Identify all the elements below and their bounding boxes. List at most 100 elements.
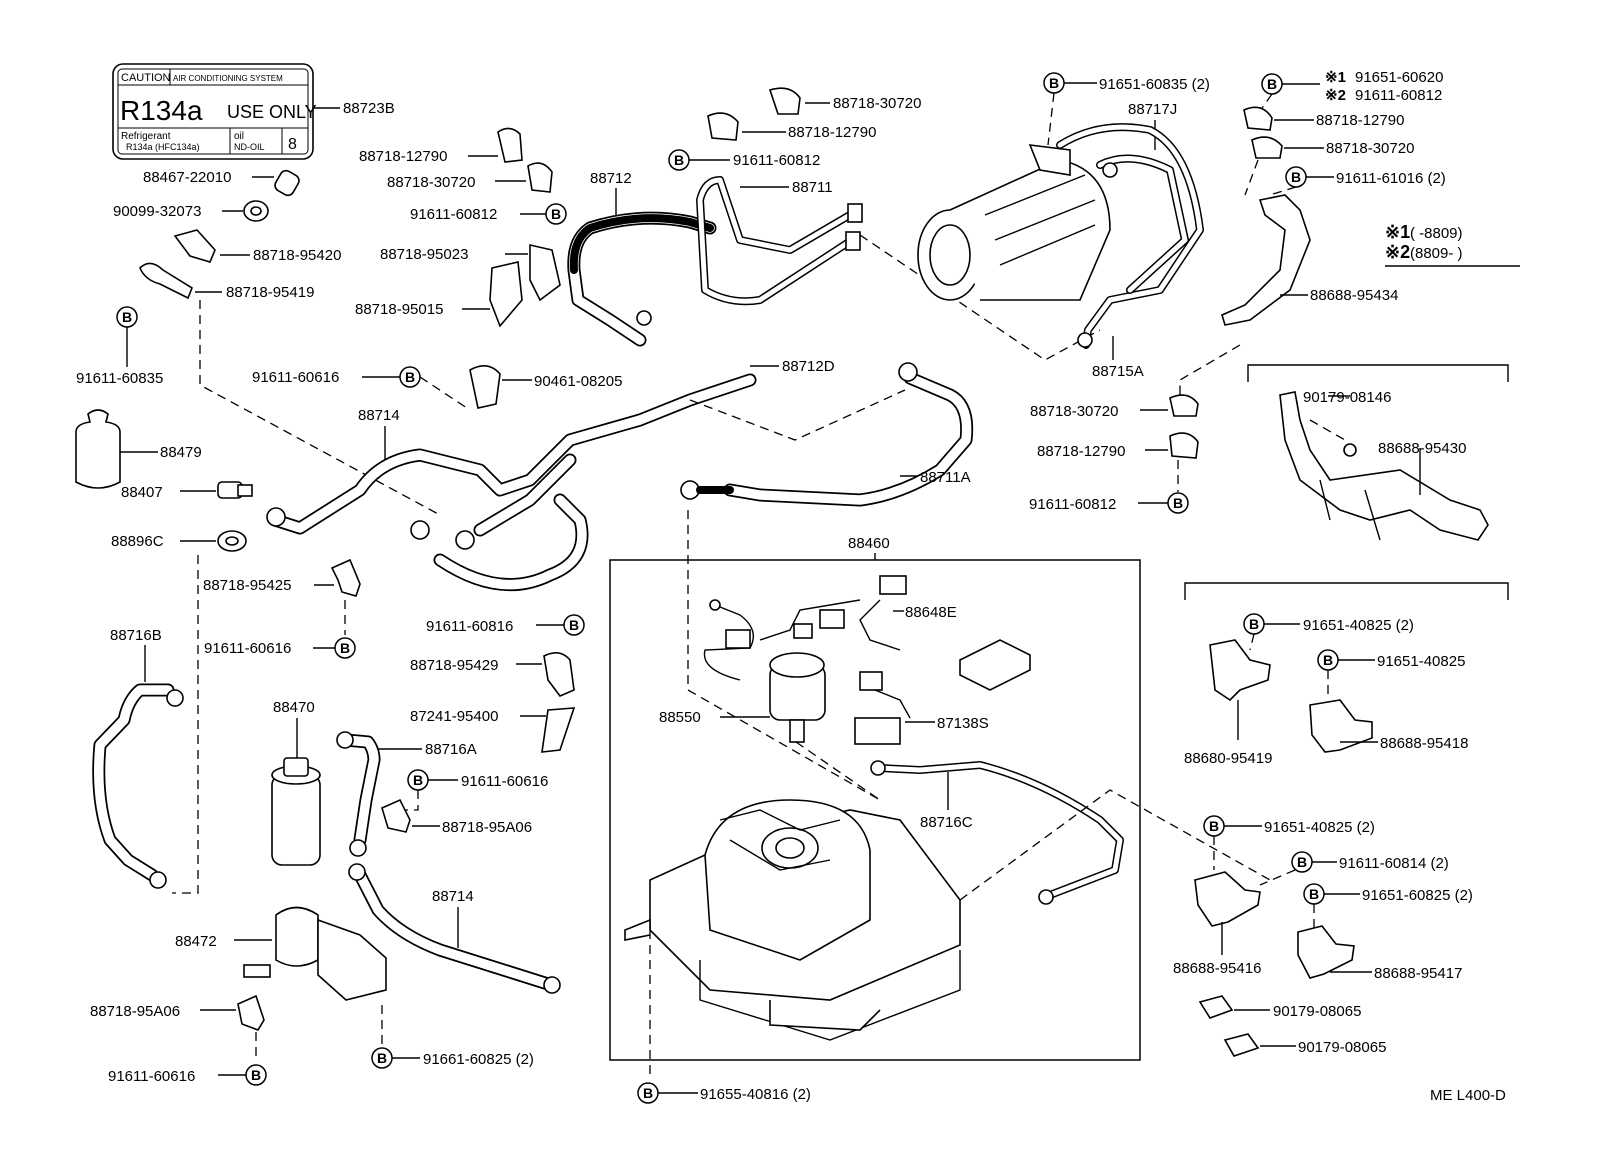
label-88407: 88407 <box>121 484 163 501</box>
grommet-90099 <box>243 200 269 222</box>
relay-block <box>959 639 1031 691</box>
bracket-87241-95400 <box>541 707 576 753</box>
label-87241-95400: 87241-95400 <box>410 708 498 725</box>
fan-condenser <box>624 799 961 1041</box>
label-88688-95418: 88688-95418 <box>1380 735 1468 752</box>
note2-mark-2: ※2 <box>1385 242 1410 262</box>
clamp-88718-30720-c <box>1169 394 1199 417</box>
label-88470: 88470 <box>273 699 315 716</box>
label-88718-95023: 88718-95023 <box>380 246 468 263</box>
clamp-88718-12790-b <box>707 112 739 141</box>
label-88718-30720-c: 88718-30720 <box>1030 403 1118 420</box>
label-88714-a: 88714 <box>358 407 400 424</box>
label-91651-40825-b: 91651-40825 <box>1377 653 1465 670</box>
note2-range: (8809- ) <box>1410 245 1463 262</box>
label-87138S: 87138S <box>937 715 989 732</box>
bolt-letter: B <box>1049 75 1059 91</box>
nut-90179-08065-a <box>1198 995 1234 1019</box>
nut-90179-08065-b <box>1223 1033 1260 1057</box>
label-88716B: 88716B <box>110 627 162 644</box>
label-88718-95420: 88718-95420 <box>253 247 341 264</box>
oil-word: oil <box>234 131 244 142</box>
label-91651-40825-c: 91651-40825 (2) <box>1264 819 1375 836</box>
pipe-88711 <box>696 176 863 306</box>
label-91611-60616-c: 91611-60616 <box>461 773 548 790</box>
clamp-88718-12790-d <box>1243 106 1273 131</box>
oil-spec: ND-OIL <box>234 142 265 152</box>
receiver-88479 <box>75 409 121 489</box>
label-91651-40825-a: 91651-40825 (2) <box>1303 617 1414 634</box>
cap-88467 <box>274 169 300 197</box>
label-90179-08065-a: 90179-08065 <box>1273 1003 1361 1020</box>
wiring-harness <box>703 575 907 681</box>
clamp-88718-95A06-b <box>237 994 265 1031</box>
left-upper-parts: 88467-22010 90099-32073 88718-95420 8871… <box>76 169 441 516</box>
label-88723B: 88723B <box>343 100 395 117</box>
bracket-88472 <box>243 906 387 1001</box>
hose-88711A <box>680 362 974 507</box>
pipe-88716C <box>870 760 1124 905</box>
label-88718-12790-a: 88718-12790 <box>359 148 447 165</box>
system-text: AIR CONDITIONING SYSTEM <box>173 74 283 83</box>
refrigerant-spec: R134a (HFC134a) <box>126 142 200 152</box>
note1-mark-2: ※1 <box>1385 222 1410 242</box>
label-91611-60812-c: 91611-60812 <box>1029 496 1116 513</box>
label-88718-12790-b: 88718-12790 <box>788 124 876 141</box>
pipe-88717J <box>1056 123 1204 349</box>
compressor-area: B 91651-60835 (2) 88717J 88715A 88718-30 <box>917 72 1241 514</box>
caution-label: CAUTION AIR CONDITIONING SYSTEM R134a US… <box>112 63 395 160</box>
label-91655-40816: 91655-40816 (2) <box>700 1086 811 1103</box>
label-88718-30720-d: 88718-30720 <box>1326 140 1414 157</box>
note1-mark: ※1 <box>1325 69 1346 86</box>
bolt-letter: B <box>1323 652 1333 668</box>
label-91651-60620: 91651-60620 <box>1355 69 1443 86</box>
bolt-letter: B <box>340 640 350 656</box>
clamp-88718-95425 <box>330 558 361 597</box>
label-91661-60825: 91661-60825 (2) <box>423 1051 534 1068</box>
note1-range: ( -8809) <box>1410 225 1463 242</box>
label-88718-12790-c: 88718-12790 <box>1037 443 1125 460</box>
label-91611-60616-b: 91611-60616 <box>204 640 291 657</box>
bracket-88688-95434 <box>1221 194 1311 326</box>
pipe-88716A <box>336 731 381 857</box>
compressor <box>917 144 1111 301</box>
label-88467-22010: 88467-22010 <box>143 169 231 186</box>
oil-number: 8 <box>288 136 297 153</box>
label-88680-95419: 88680-95419 <box>1184 750 1272 767</box>
hose-88716B <box>92 683 184 889</box>
date-notes: ※1 ( -8809) ※2 (8809- ) <box>1385 222 1520 267</box>
label-91611-60812-a: 91611-60812 <box>410 206 497 223</box>
bolt-letter: B <box>1297 854 1307 870</box>
label-88714-b: 88714 <box>432 888 474 905</box>
label-91611-60814: 91611-60814 (2) <box>1339 855 1449 872</box>
dryer-88470 <box>271 757 321 866</box>
bracket-88688-95418 <box>1309 699 1373 753</box>
use-only-text: USE ONLY <box>227 102 317 122</box>
fitting-88407 <box>217 481 253 499</box>
clamp-88718-95A06-a <box>381 798 411 833</box>
label-88718-12790-d: 88718-12790 <box>1316 112 1404 129</box>
bolt-letter: B <box>1267 76 1277 92</box>
clamp-88718-12790-c <box>1169 432 1199 459</box>
label-88688-95416: 88688-95416 <box>1173 960 1261 977</box>
center-upper-parts: 88718-12790 88718-30720 B 91611-60812 88… <box>355 87 1101 361</box>
bolt-letter: B <box>1209 818 1219 834</box>
bracket-88688-95417 <box>1297 925 1355 979</box>
refrigerant-type-text: R134a <box>120 95 203 126</box>
label-88712D: 88712D <box>782 358 835 375</box>
diagram-code: ME L400-D <box>1430 1087 1506 1104</box>
label-88479: 88479 <box>160 444 202 461</box>
label-88896C: 88896C <box>111 533 164 550</box>
label-88718-95429: 88718-95429 <box>410 657 498 674</box>
clamp-88718-30720-d <box>1251 136 1283 159</box>
label-91651-60825: 91651-60825 (2) <box>1362 887 1473 904</box>
bolt-letter: B <box>551 206 561 222</box>
bolt-letter: B <box>122 309 132 325</box>
hose-88714-b <box>348 863 561 994</box>
bolt-letter: B <box>1173 495 1183 511</box>
label-91611-60812-d: 91611-60812 <box>1355 87 1442 104</box>
hose-88714-a <box>266 373 757 592</box>
bottom-left-parts: 88470 88716A B 91611-60616 88718-95A06 8… <box>90 699 561 1086</box>
left-side-parts: 88479 88407 88896C 88718-95425 B 91611-6… <box>75 409 361 894</box>
label-88688-95417: 88688-95417 <box>1374 965 1462 982</box>
